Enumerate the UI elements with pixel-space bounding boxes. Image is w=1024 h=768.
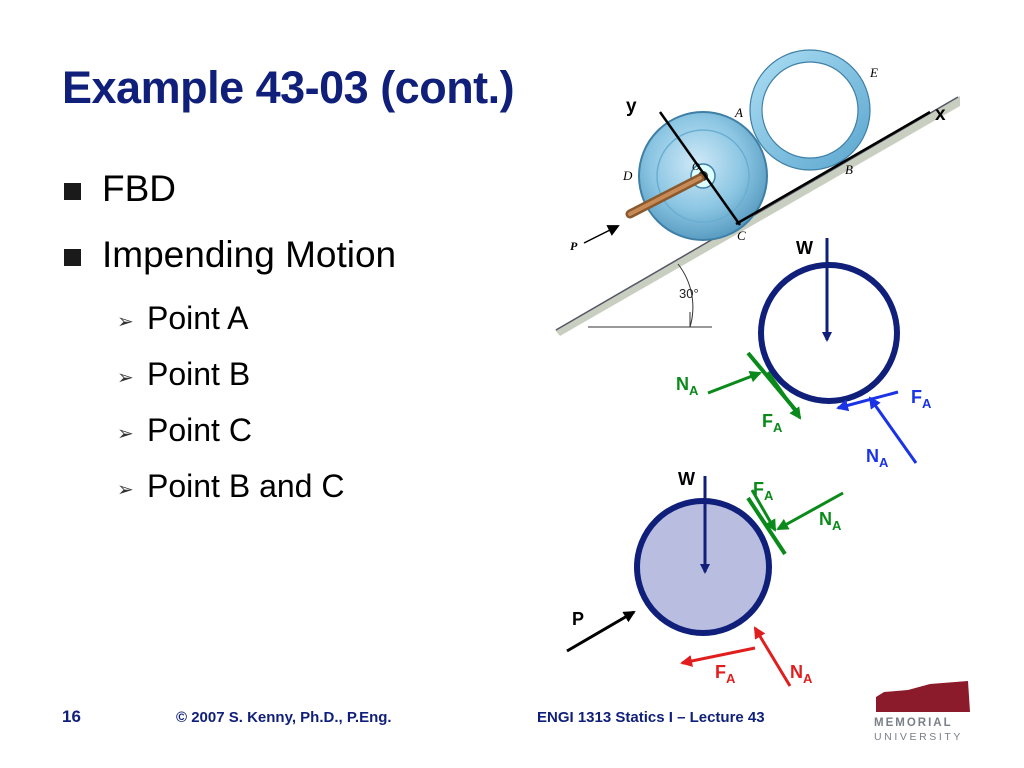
- normal-label: NA: [819, 509, 842, 533]
- x-axis-label: x: [935, 104, 946, 125]
- friction-force-c-arrow: [680, 646, 756, 667]
- incline-picture: 30° y x P A B C D E O: [555, 49, 960, 336]
- friction-force-b-arrow: [836, 390, 899, 412]
- bullet-item: FBD: [62, 168, 396, 234]
- logo-flag-icon: [876, 681, 970, 712]
- incline-surface: [555, 96, 960, 336]
- square-bullet-icon: [64, 183, 81, 200]
- normal-force-a-arrow: [707, 370, 762, 395]
- friction-label: FA: [753, 479, 774, 503]
- sub-bullet-item: ➢Point C: [117, 412, 252, 448]
- normal-label: NA: [676, 374, 699, 398]
- arrow-bullet-icon: ➢: [117, 421, 134, 445]
- point-c-label: C: [737, 228, 746, 243]
- fbd-ring: W NA FA FA NA: [676, 238, 932, 470]
- reaction-friction-label: FA: [911, 387, 932, 411]
- reaction-normal-label: NA: [866, 446, 889, 470]
- bullet-item: Impending Motion: [62, 234, 396, 300]
- p-label: P: [570, 239, 578, 253]
- page-number: 16: [62, 707, 81, 726]
- wheel-fbd-circle: [634, 498, 772, 636]
- x-axis: [735, 110, 931, 226]
- y-axis-label: y: [626, 96, 637, 117]
- fbd-wheel: W FA NA P FA NA: [566, 469, 844, 687]
- weight-label: W: [796, 238, 813, 258]
- point-b-label: B: [845, 162, 853, 177]
- sub-bullet-item: ➢Point B and C: [117, 468, 345, 504]
- logo-line1: MEMORIAL: [874, 717, 953, 729]
- friction-c-label: FA: [715, 662, 736, 686]
- weight-label: W: [678, 469, 695, 489]
- ring-fbd-circle: [758, 262, 900, 404]
- sub-bullet-item: ➢Point A: [117, 300, 249, 336]
- angle-label: 30°: [679, 286, 699, 301]
- arrow-bullet-icon: ➢: [117, 309, 134, 333]
- square-bullet-icon: [64, 249, 81, 266]
- y-axis: [658, 111, 742, 226]
- p-label: P: [572, 609, 584, 629]
- sub-bullet-item: ➢Point B: [117, 356, 251, 392]
- university-logo: MEMORIAL UNIVERSITY: [874, 681, 970, 743]
- copyright: © 2007 S. Kenny, Ph.D., P.Eng.: [176, 709, 392, 726]
- force-p-arrow: [583, 225, 620, 244]
- normal-force-c-arrow: [753, 626, 792, 687]
- ring: [750, 50, 870, 170]
- course-name: ENGI 1313 Statics I – Lecture 43: [537, 709, 765, 726]
- point-o-label: O: [692, 161, 700, 173]
- normal-force-b-arrow: [868, 396, 918, 464]
- logo-line2: UNIVERSITY: [874, 731, 963, 743]
- arrow-bullet-icon: ➢: [117, 477, 134, 501]
- arrow-bullet-icon: ➢: [117, 365, 134, 389]
- friction-force-a-arrow: [750, 489, 777, 532]
- point-d-label: D: [622, 168, 633, 183]
- point-e-label: E: [869, 65, 878, 80]
- friction-force-a-arrow: [766, 371, 802, 420]
- bullet-list: FBD Impending Motion ➢Point A ➢Point B ➢…: [62, 168, 396, 524]
- normal-force-a-arrow: [776, 491, 844, 531]
- force-p-arrow: [566, 610, 636, 653]
- slide-title: Example 43-03 (cont.): [62, 62, 515, 113]
- friction-label: FA: [762, 411, 783, 435]
- point-a-label: A: [734, 105, 743, 120]
- normal-c-label: NA: [790, 662, 813, 686]
